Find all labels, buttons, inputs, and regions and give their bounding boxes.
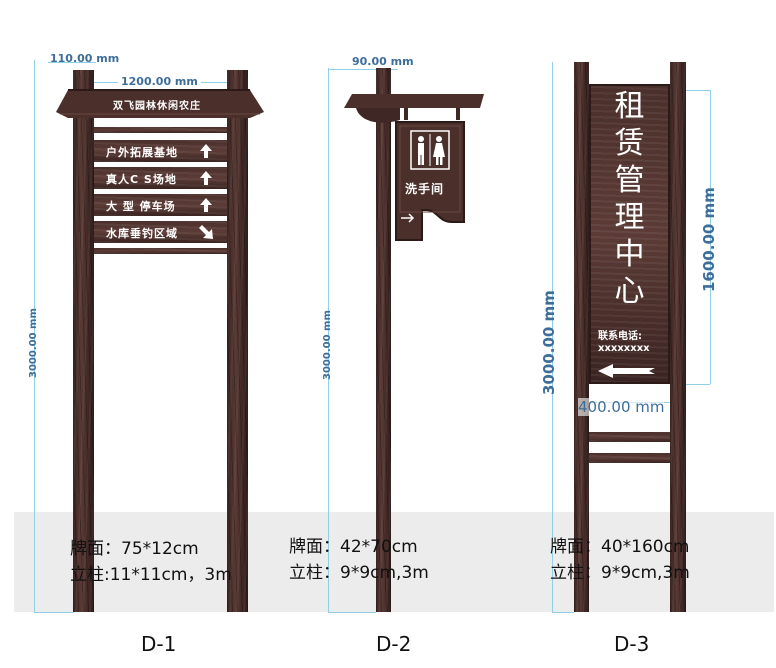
d2-arm [344, 94, 484, 123]
d3-char: 赁 [614, 126, 645, 161]
d1-spec-board: 牌面：75*12cm [70, 539, 199, 559]
d3-char: 理 [614, 200, 645, 235]
d1-row-text: 水库垂钓区域 [106, 227, 178, 240]
d1-left-post [73, 70, 94, 612]
d1-width-dimension: 1200.00 mm [118, 75, 201, 88]
d3-board-guide [710, 90, 711, 384]
d3-char: 租 [614, 89, 645, 124]
diagonal-arrow-icon [199, 225, 213, 239]
right-arrow-icon [401, 213, 415, 223]
d1-row-board [94, 194, 227, 216]
restroom-icon [410, 130, 450, 170]
d3-char: 心 [614, 274, 645, 309]
d1-height-guide [34, 60, 35, 612]
d1-header-text: 双飞园林休闲农庄 [113, 101, 201, 112]
d2-spec-post: 立柱：9*9cm,3m [289, 563, 429, 583]
d2-spec-board: 牌面：42*70cm [289, 537, 418, 557]
up-arrow-icon [200, 144, 212, 158]
d1-row-board [94, 140, 227, 162]
d1-row-text: 真人C S场地 [106, 173, 177, 186]
d3-spec-board: 牌面：40*160cm [550, 537, 690, 557]
left-arrow-icon [598, 364, 655, 378]
d3-board-dimension: 1600.00 mm [700, 187, 718, 292]
d3-char: 管 [614, 163, 645, 198]
d3-main-board [589, 84, 670, 384]
d2-hanging-board [395, 121, 465, 241]
d1-top-dimension: 110.00 mm [50, 52, 120, 65]
d3-spec-post: 立柱：9*9cm,3m [550, 563, 690, 583]
up-arrow-icon [200, 198, 212, 212]
d1-row-text: 大 型 停车场 [106, 200, 176, 213]
d3-height-guide [552, 62, 553, 612]
d2-post [376, 68, 391, 612]
d1-row-text: 户外拓展基地 [106, 146, 178, 159]
d1-right-post [227, 70, 248, 612]
d3-width-dimension: 400.00 mm [578, 398, 665, 416]
d2-height-guide [328, 68, 329, 612]
d1-row-board [94, 221, 227, 243]
d2-height-dimension: 3000.00 mm [322, 310, 333, 380]
d3-left-post [574, 62, 589, 612]
d3-label: D-3 [614, 632, 650, 656]
d2-label: D-2 [376, 632, 412, 656]
d1-height-dimension: 3000.00 mm [28, 308, 39, 378]
d1-label: D-1 [141, 632, 177, 656]
d2-sign-text: 洗手间 [405, 182, 445, 196]
d3-right-post [670, 62, 686, 612]
d1-roof [56, 89, 264, 118]
d1-row-board [94, 167, 227, 189]
d3-height-dimension: 3000.00 mm [540, 290, 558, 395]
d3-char: 中 [614, 237, 645, 272]
d3-contact-label: 联系电话: [598, 331, 642, 342]
spec-band [14, 512, 774, 612]
d3-contact-number: xxxxxxxx [598, 343, 650, 354]
d1-spec-post: 立柱:11*11cm，3m [70, 565, 232, 585]
d2-top-dimension: 90.00 mm [352, 55, 414, 68]
up-arrow-icon [200, 171, 212, 185]
